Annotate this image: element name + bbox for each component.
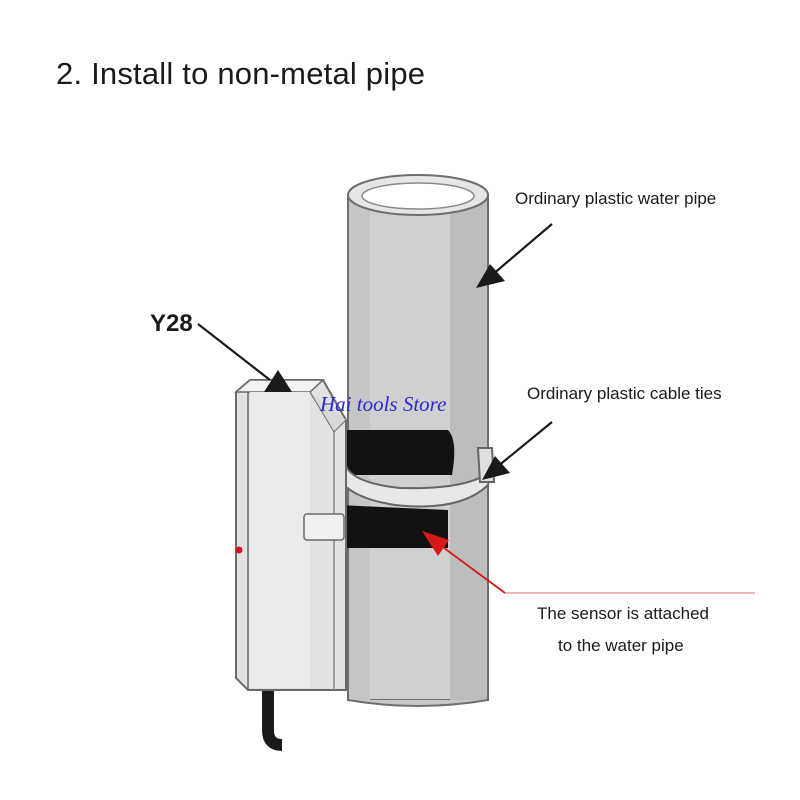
model-label: Y28 bbox=[150, 310, 193, 337]
pipe-callout: Ordinary plastic water pipe bbox=[515, 189, 717, 208]
indicator-light bbox=[235, 546, 243, 554]
sensor-callout-line2: to the water pipe bbox=[558, 636, 684, 655]
store-watermark: Hai tools Store bbox=[320, 392, 447, 416]
device-cable bbox=[262, 690, 283, 751]
sensor-pad bbox=[338, 430, 455, 548]
ties-callout: Ordinary plastic cable ties bbox=[527, 384, 722, 403]
device-arrow bbox=[197, 323, 292, 392]
pipe-arrow bbox=[476, 223, 553, 288]
ties-arrow bbox=[482, 421, 553, 480]
sensor-arrow bbox=[422, 531, 755, 594]
page-title: 2. Install to non-metal pipe bbox=[56, 56, 426, 91]
y28-device bbox=[233, 379, 347, 691]
sensor-callout-line1: The sensor is attached bbox=[537, 604, 709, 623]
